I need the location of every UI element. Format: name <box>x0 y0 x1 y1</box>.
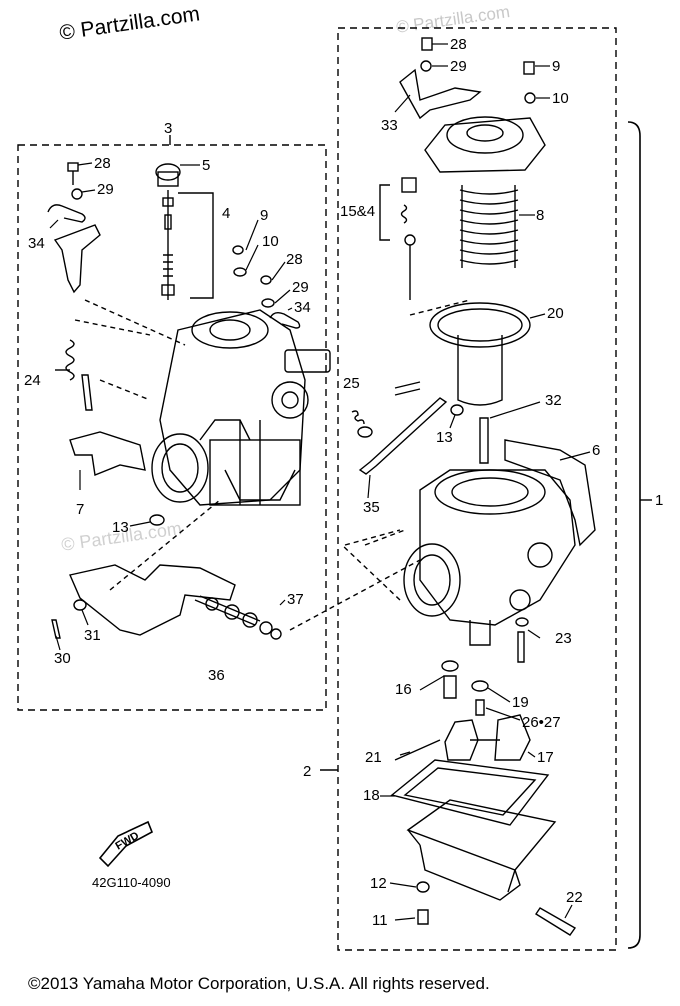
callout: 12 <box>370 875 387 892</box>
callout: 13 <box>112 519 129 536</box>
callout: 34 <box>294 299 311 316</box>
callout: 17 <box>537 749 554 766</box>
callout: 11 <box>372 912 388 929</box>
callout: 26•27 <box>522 714 561 731</box>
group-2-box <box>337 27 617 951</box>
right-carburetor-assembly <box>341 37 596 936</box>
callout: 18 <box>363 787 380 804</box>
callout: 29 <box>97 181 114 198</box>
callout: 15&4 <box>340 203 375 220</box>
callout: 32 <box>545 392 562 409</box>
callout: 28 <box>286 251 303 268</box>
callout: 37 <box>287 591 304 608</box>
callout: 7 <box>76 501 84 518</box>
callout: 13 <box>436 429 453 446</box>
callout: 10 <box>262 233 279 250</box>
callout: 33 <box>381 117 398 134</box>
callout: 21 <box>365 749 382 766</box>
copyright-notice: ©2013 Yamaha Motor Corporation, U.S.A. A… <box>28 974 490 993</box>
group-label-2: 2 <box>303 763 311 780</box>
left-carburetor-assembly <box>47 162 421 640</box>
callout: 10 <box>552 90 569 107</box>
callout: 36 <box>208 667 225 684</box>
callout: 4 <box>222 205 230 222</box>
callout: 29 <box>450 58 467 75</box>
callout: 20 <box>547 305 564 322</box>
callout: 28 <box>450 36 467 53</box>
group-3-box <box>17 144 327 711</box>
callout: 29 <box>292 279 309 296</box>
callout: 25 <box>343 375 360 392</box>
fwd-label: FWD <box>114 830 142 853</box>
group-1-bracket <box>627 121 641 949</box>
callout-leaders <box>49 43 591 921</box>
callout: 34 <box>28 235 45 252</box>
callout: 22 <box>566 889 583 906</box>
callout: 8 <box>536 207 544 224</box>
callout: 24 <box>24 372 41 389</box>
callout: 35 <box>363 499 380 516</box>
callout: 23 <box>555 630 572 647</box>
group-label-3: 3 <box>164 120 172 137</box>
group-label-1: 1 <box>655 492 663 509</box>
callout: 19 <box>512 694 529 711</box>
callout: 30 <box>54 650 71 667</box>
callout: 9 <box>260 207 268 224</box>
callout: 9 <box>552 58 560 75</box>
callout: 6 <box>592 442 600 459</box>
callout: 16 <box>395 681 412 698</box>
callout: 31 <box>84 627 101 644</box>
fwd-arrow-icon: FWD <box>98 820 154 868</box>
part-code: 42G110-4090 <box>92 875 171 890</box>
callout: 5 <box>202 157 210 174</box>
callout-labels: 28 29 9 10 33 15&4 8 20 5 4 28 29 34 9 1… <box>24 36 663 929</box>
callout: 28 <box>94 155 111 172</box>
